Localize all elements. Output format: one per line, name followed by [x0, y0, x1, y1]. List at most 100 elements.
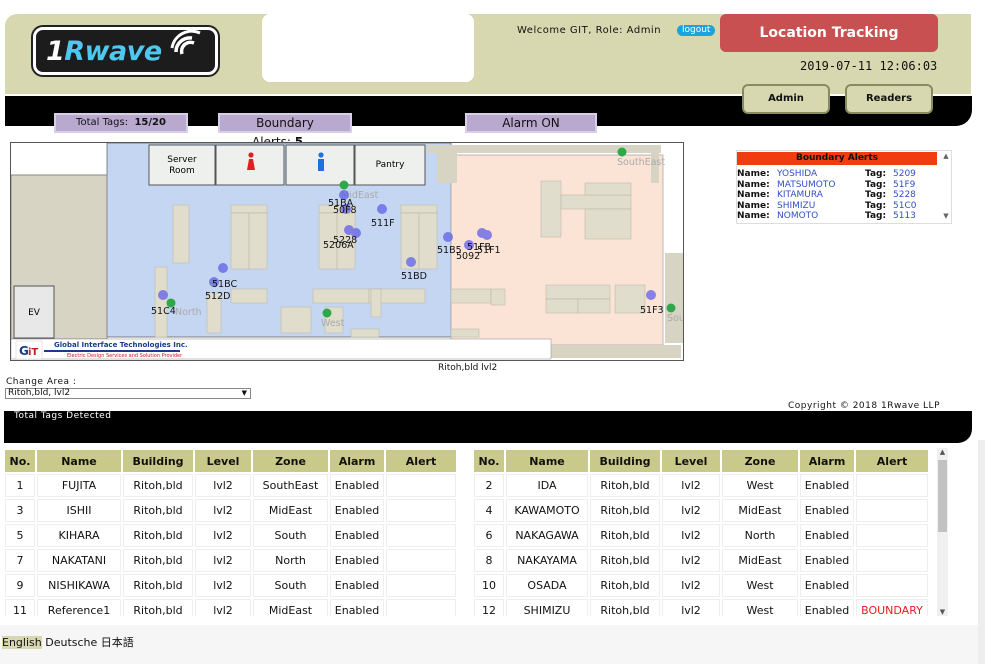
table-cell [856, 524, 928, 547]
table-cell: North [253, 549, 328, 572]
table-cell: 9 [5, 574, 35, 597]
table-cell: West [722, 474, 798, 497]
alarm-button[interactable]: Alarm ON [465, 113, 597, 133]
tag-label: 51BC [212, 279, 237, 290]
table-cell: West [722, 599, 798, 616]
table-cell: Enabled [330, 549, 384, 572]
scroll-thumb[interactable] [938, 460, 947, 532]
table-cell: South [253, 574, 328, 597]
column-header: Name [506, 450, 588, 472]
admin-button[interactable]: Admin [742, 84, 830, 114]
table-cell [386, 599, 456, 616]
lang-english[interactable]: English [2, 636, 42, 649]
column-header: Building [123, 450, 193, 472]
boundary-alerts-scrollbar[interactable]: ▲▼ [940, 152, 952, 222]
table-cell: MidEast [722, 549, 798, 572]
table-scrollbar[interactable]: ▲ ▼ [937, 448, 948, 616]
tag-label: 51B5 [437, 245, 462, 256]
floor-map[interactable]: EV Server Room Pantry [10, 142, 684, 361]
tag-labels: 51BA 50F8 511F 5228 5206A 51B5 5092 51FB… [151, 198, 664, 317]
table-cell: North [722, 524, 798, 547]
table-cell: NAKAGAWA [506, 524, 588, 547]
table-cell: lvl2 [195, 474, 251, 497]
tag-label: 51FB [467, 242, 491, 253]
table-cell [856, 549, 928, 572]
scroll-up-icon[interactable]: ▲ [943, 152, 949, 160]
table-cell: lvl2 [195, 599, 251, 616]
logout-button[interactable]: logout [677, 25, 716, 36]
table-cell: Ritoh,bld [123, 499, 193, 522]
boundary-button[interactable]: Boundary [218, 113, 352, 133]
tag-dots [158, 190, 656, 300]
table-cell [386, 549, 456, 572]
scroll-down-icon[interactable]: ▼ [939, 608, 946, 616]
table-cell: Enabled [330, 524, 384, 547]
column-header: No. [5, 450, 35, 472]
logo [33, 27, 218, 75]
table-cell: KIHARA [37, 524, 121, 547]
tag-label: 51BD [401, 271, 427, 282]
total-tags-badge: Total Tags: 15/20 [54, 113, 188, 133]
table-cell: NAKAYAMA [506, 549, 588, 572]
area-select[interactable]: Ritoh,bld, lvl2▼ [5, 388, 251, 399]
tag-label: 5206A [323, 240, 354, 251]
table-cell: Enabled [330, 599, 384, 616]
table-cell: Ritoh,bld [123, 599, 193, 616]
ev-label: EV [28, 308, 41, 318]
table-cell: IDA [506, 474, 588, 497]
table-cell: Ritoh,bld [123, 549, 193, 572]
table-cell: 7 [5, 549, 35, 572]
table-cell: lvl2 [662, 599, 720, 616]
table-cell: Enabled [800, 499, 854, 522]
table-cell: Ritoh,bld [123, 474, 193, 497]
zone-south-label: South [667, 313, 683, 324]
table-cell: 2 [474, 474, 504, 497]
scroll-down-icon[interactable]: ▼ [943, 212, 949, 220]
language-switcher: English Deutsche 日本語 [2, 634, 134, 650]
table-cell: KAWAMOTO [506, 499, 588, 522]
readers-button[interactable]: Readers [845, 84, 933, 114]
table-cell: lvl2 [195, 574, 251, 597]
table-cell: OSADA [506, 574, 588, 597]
table-cell: 11 [5, 599, 35, 616]
pantry-room [354, 144, 426, 186]
tag-label: 51C4 [151, 306, 176, 317]
page-scrollbar[interactable] [978, 440, 985, 664]
scroll-up-icon[interactable]: ▲ [939, 448, 946, 456]
table-cell: lvl2 [662, 574, 720, 597]
table-cell: lvl2 [662, 524, 720, 547]
copyright: Copyright © 2018 1Rwave LLP [788, 401, 940, 411]
table-cell [856, 474, 928, 497]
location-tracking-button[interactable]: Location Tracking [720, 14, 938, 52]
lang-japanese[interactable]: 日本語 [100, 636, 134, 649]
reader-icons [166, 147, 676, 318]
table-cell: Ritoh,bld [590, 549, 660, 572]
ev-room [13, 285, 55, 339]
change-area-label: Change Area : [6, 377, 77, 387]
table-cell: lvl2 [195, 524, 251, 547]
table-cell: lvl2 [195, 549, 251, 572]
lang-deutsche[interactable]: Deutsche [45, 636, 98, 649]
table-cell: Reference1 [37, 599, 121, 616]
pantry-label: Pantry [376, 160, 405, 170]
table-cell: lvl2 [662, 474, 720, 497]
